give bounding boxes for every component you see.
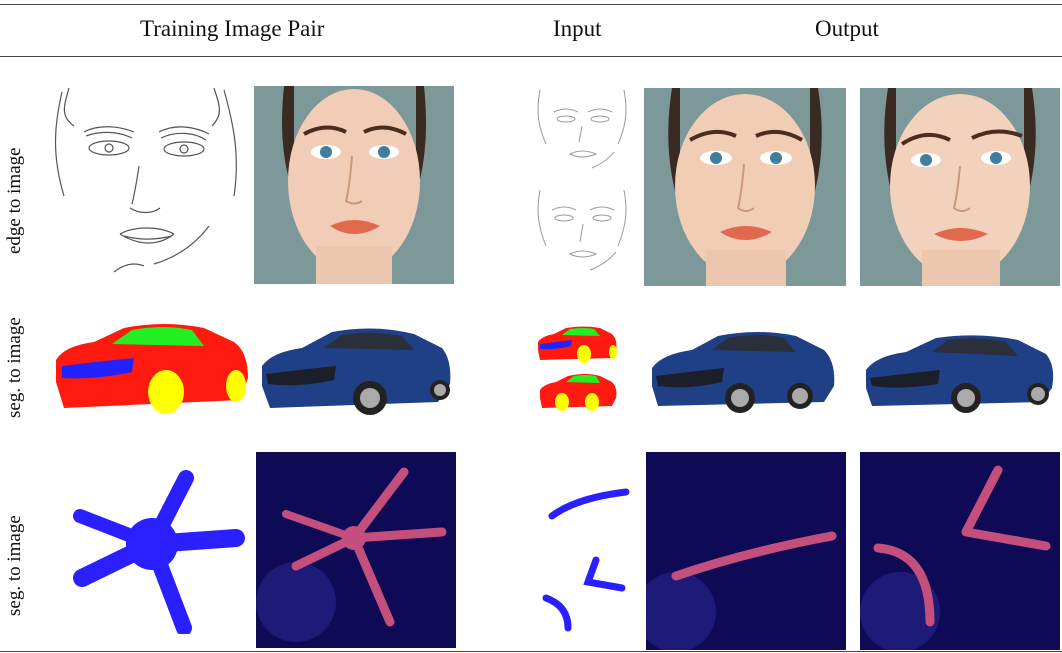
training-starfish-segmentation <box>66 468 246 634</box>
row-label-edge-to-image: edge to image <box>4 147 25 254</box>
input-edge-map-2 <box>532 186 632 272</box>
header-input: Input <box>553 16 602 41</box>
input-car-segmentation-1 <box>536 326 618 364</box>
bottom-rule <box>0 651 1062 652</box>
input-starfish-segmentation-2 <box>538 554 634 634</box>
header-output: Output <box>815 16 879 41</box>
output-face-2 <box>860 88 1060 286</box>
output-starfish-2 <box>860 452 1060 650</box>
output-car-2 <box>862 330 1056 416</box>
header-rule <box>0 56 1062 57</box>
top-rule <box>0 4 1062 5</box>
row-label-seg-to-image-starfish: seg. to image <box>4 515 25 616</box>
input-car-segmentation-2 <box>538 372 618 412</box>
training-car-segmentation <box>54 322 250 418</box>
header-training-image-pair: Training Image Pair <box>140 16 325 41</box>
training-starfish-photo <box>256 452 456 648</box>
input-edge-map-1 <box>532 86 632 170</box>
row-label-seg-to-image-car: seg. to image <box>4 317 25 418</box>
output-starfish-1 <box>646 452 846 650</box>
training-edge-map <box>44 86 244 282</box>
training-face-photo <box>254 86 454 284</box>
output-face-1 <box>644 88 846 286</box>
output-car-1 <box>648 326 838 416</box>
input-starfish-segmentation-1 <box>546 482 632 522</box>
training-car-photo <box>258 326 454 418</box>
